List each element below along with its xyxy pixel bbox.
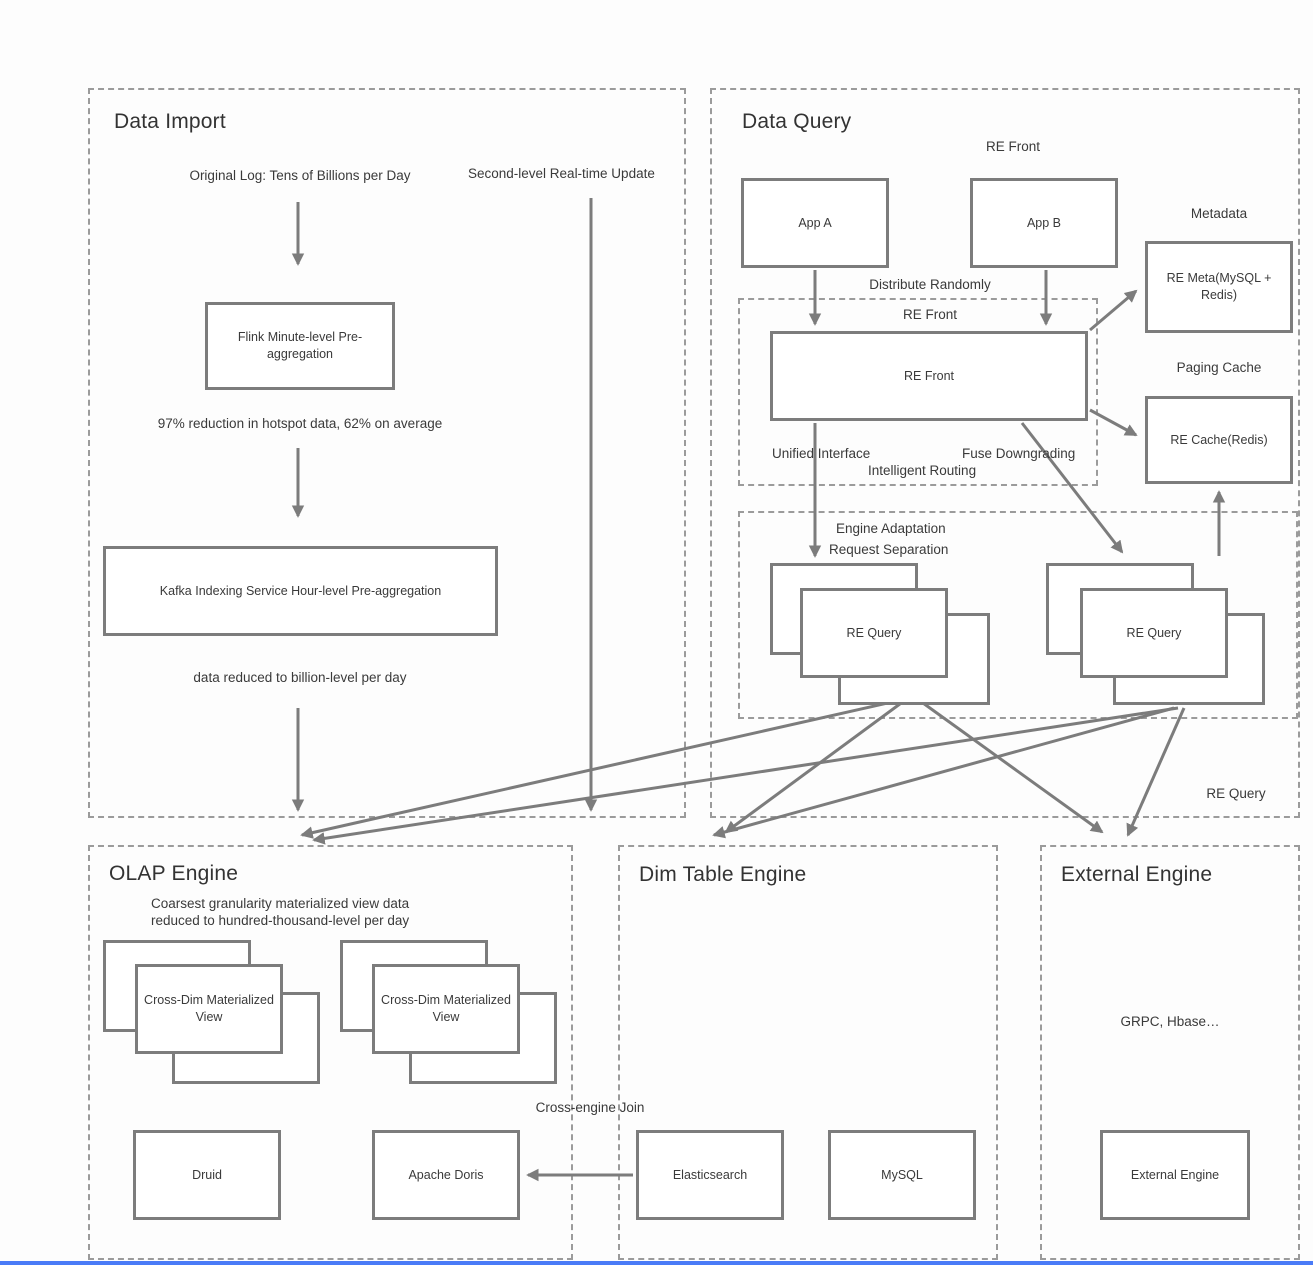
app-a-box: App A bbox=[741, 178, 889, 268]
section-frame-external-engine bbox=[1040, 845, 1300, 1260]
cross-dim-view-left-box: Cross-Dim Materialized View bbox=[135, 964, 283, 1054]
flink-box: Flink Minute-level Pre-aggregation bbox=[205, 302, 395, 390]
re-front-group-label: RE Front bbox=[902, 307, 957, 322]
section-frame-data-import bbox=[88, 88, 686, 818]
cross-dim-view-right-box: Cross-Dim Materialized View bbox=[372, 964, 520, 1054]
external-engine-box: External Engine bbox=[1100, 1130, 1250, 1220]
mysql-box: MySQL bbox=[828, 1130, 976, 1220]
realtime-update-label: Second-level Real-time Update bbox=[468, 166, 655, 181]
section-frame-olap-engine bbox=[88, 845, 573, 1260]
external-engine-title: External Engine bbox=[1061, 863, 1213, 886]
fuse-downgrading-label: Fuse Downgrading bbox=[962, 446, 1076, 461]
re-front-top-label: RE Front bbox=[985, 139, 1040, 154]
engine-adaptation-label: Engine Adaptation bbox=[836, 521, 946, 536]
elasticsearch-box: Elasticsearch bbox=[636, 1130, 784, 1220]
cross-engine-join-label: Cross-engine Join bbox=[535, 1100, 645, 1115]
olap-engine-title: OLAP Engine bbox=[109, 862, 239, 885]
data-query-title: Data Query bbox=[742, 110, 852, 133]
bottom-accent-bar bbox=[0, 1261, 1313, 1265]
data-import-title: Data Import bbox=[114, 110, 226, 133]
re-query-corner-label: RE Query bbox=[1206, 786, 1266, 801]
druid-box: Druid bbox=[133, 1130, 281, 1220]
metadata-label: Metadata bbox=[1190, 206, 1248, 221]
original-log-label: Original Log: Tens of Billions per Day bbox=[189, 168, 411, 183]
group-frame-re-front bbox=[738, 298, 1098, 486]
apache-doris-box: Apache Doris bbox=[372, 1130, 520, 1220]
app-b-box: App B bbox=[970, 178, 1118, 268]
re-meta-box: RE Meta(MySQL + Redis) bbox=[1145, 241, 1293, 333]
request-separation-label: Request Separation bbox=[829, 542, 949, 557]
olap-note-line2: reduced to hundred-thousand-level per da… bbox=[151, 913, 410, 928]
distribute-randomly-label: Distribute Randomly bbox=[869, 277, 991, 292]
re-cache-box: RE Cache(Redis) bbox=[1145, 396, 1293, 484]
reduction-note-label: 97% reduction in hotspot data, 62% on av… bbox=[157, 416, 443, 431]
unified-interface-label: Unified Interface bbox=[772, 446, 871, 461]
kafka-box: Kafka Indexing Service Hour-level Pre-ag… bbox=[103, 546, 498, 636]
billion-note-label: data reduced to billion-level per day bbox=[193, 670, 407, 685]
paging-cache-label: Paging Cache bbox=[1176, 360, 1262, 375]
re-query-right-box: RE Query bbox=[1080, 588, 1228, 678]
olap-note-line1: Coarsest granularity materialized view d… bbox=[151, 896, 410, 911]
re-front-box: RE Front bbox=[770, 331, 1088, 421]
section-frame-dim-table-engine bbox=[618, 845, 998, 1260]
grpc-hbase-label: GRPC, Hbase… bbox=[1120, 1014, 1220, 1029]
re-query-left-box: RE Query bbox=[800, 588, 948, 678]
dim-table-engine-title: Dim Table Engine bbox=[639, 863, 807, 886]
intelligent-routing-label: Intelligent Routing bbox=[868, 463, 977, 478]
